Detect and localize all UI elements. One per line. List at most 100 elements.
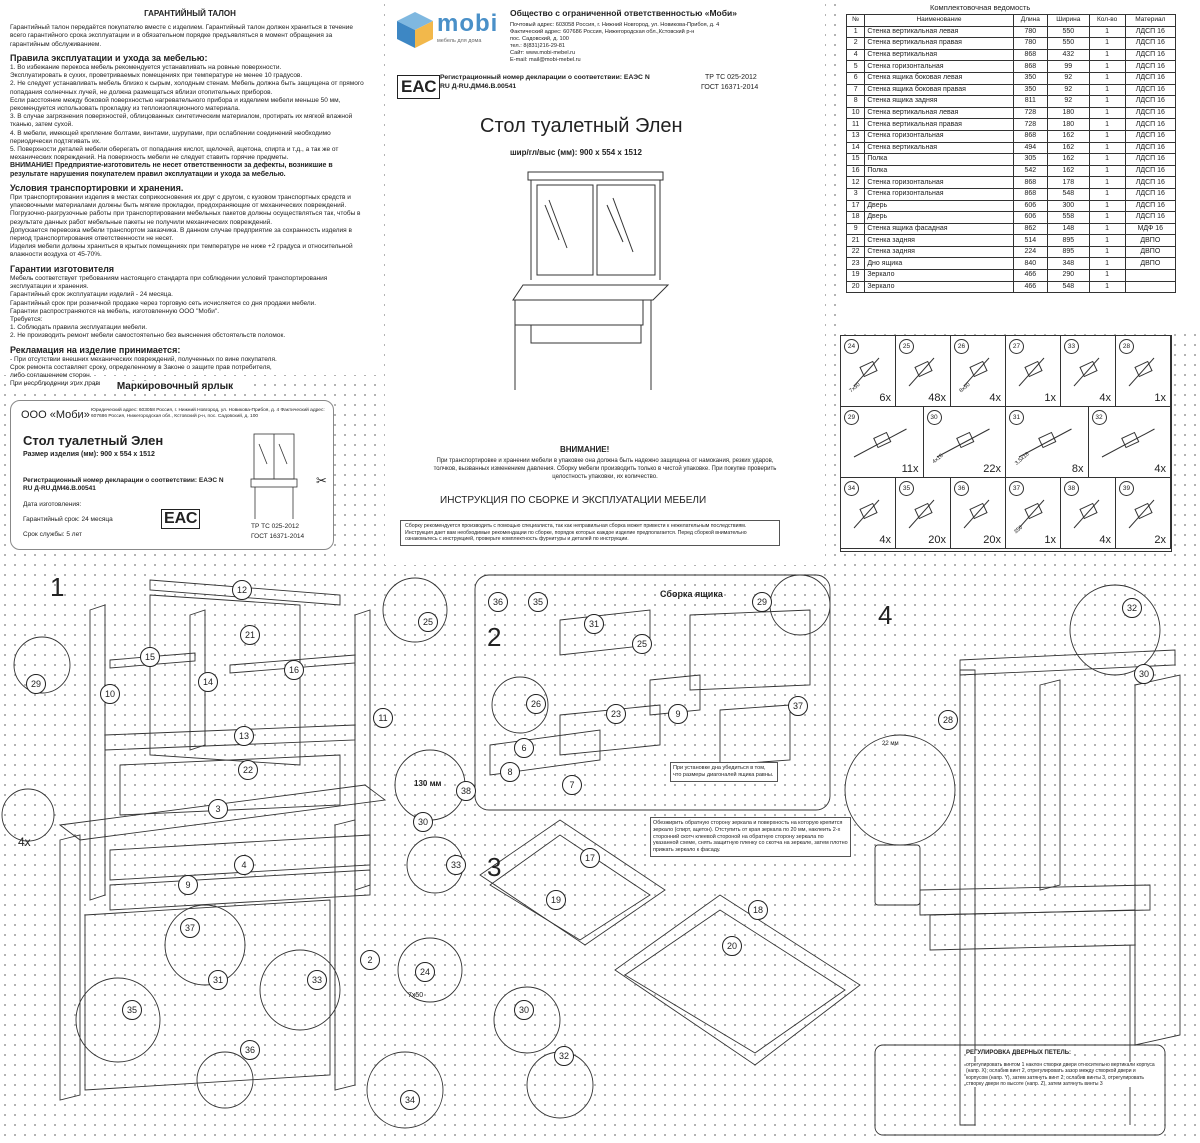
table-cell: Стенка ящика задняя (864, 95, 1014, 108)
part-callout-31: 31 (208, 970, 228, 990)
table-cell: 14 (845, 141, 866, 155)
part-callout-2: 2 (360, 950, 380, 970)
marking-label: ООО «Моби» Юридический адрес: 603058 Рос… (10, 400, 334, 550)
table-cell: ЛДСП 16 (1124, 211, 1177, 224)
table-cell: Стенка задняя (864, 245, 1014, 259)
part-callout-3: 3 (208, 799, 228, 819)
part-callout-14: 14 (198, 672, 218, 692)
table-cell: МДФ 16 (1124, 222, 1177, 236)
table-cell: ЛДСП 16 (1124, 83, 1177, 97)
fitting-number: 30 (926, 410, 942, 425)
table-cell: ДВПО (1124, 234, 1177, 247)
label-gost: ГОСТ 16371-2014 (251, 533, 305, 540)
table-cell: 1 (1088, 199, 1126, 213)
table-cell: 23 (845, 257, 866, 271)
part-callout-25: 25 (418, 612, 438, 632)
part-callout-37: 37 (788, 696, 808, 716)
site: Сайт: www.mobi-mebel.ru (510, 50, 576, 56)
guarantee-line-6: 2. Не производить ремонт мебели самостоя… (10, 332, 286, 340)
rule-3: Если расстояние между боковой поверхност… (10, 96, 341, 113)
table-cell: 15 (845, 153, 866, 166)
part-callout-30: 30 (1134, 664, 1154, 684)
table-cell: 550 (1047, 25, 1090, 39)
product-title: Стол туалетный Элен (480, 115, 683, 137)
table-cell: 550 (1047, 37, 1090, 50)
fitting-qty: 1x (1154, 392, 1166, 404)
fitting-number: 26 (954, 339, 969, 354)
table-cell: Зеркало (864, 280, 1014, 294)
table-cell: 13 (845, 129, 866, 143)
table-cell: 305 (1012, 153, 1049, 166)
dimension-22mm: 22 мм (882, 741, 899, 747)
table-cell: ЛДСП 16 (1124, 71, 1177, 85)
table-cell: ЛДСП 16 (1124, 187, 1177, 201)
part-callout-29: 29 (752, 592, 772, 612)
transport-line-1: Погрузочно-разгрузочные работы при транс… (10, 210, 361, 226)
rules-list: 1. Во избежание перекоса мебель рекоменд… (10, 64, 370, 162)
table-cell: Стенка ящика боковая левая (864, 71, 1014, 85)
table-cell: 350 (1012, 71, 1049, 85)
table-cell: 1 (1088, 106, 1126, 120)
confirmat-screw-icon (853, 357, 880, 387)
table-cell: 868 (1012, 187, 1049, 201)
guarantee-line-1: Гарантийный срок эксплуатации изделий - … (10, 291, 173, 299)
table-cell: 466 (1012, 280, 1049, 294)
label-address: Юридический адрес: 603058 Россия, г. Ниж… (91, 408, 325, 419)
parts-col-2: Длина (1012, 14, 1049, 27)
table-cell: 1 (1088, 118, 1126, 131)
part-callout-4: 4 (234, 855, 254, 875)
table-cell: 868 (1012, 176, 1049, 189)
transport-line-3: Изделия мебели должны храниться в крытых… (10, 243, 353, 259)
warranty-title: ГАРАНТИЙНЫЙ ТАЛОН (144, 9, 236, 18)
part-callout-29: 29 (26, 674, 46, 694)
table-cell: 18 (845, 211, 866, 224)
table-cell: 868 (1012, 129, 1049, 143)
part-callout-6: 6 (514, 738, 534, 758)
table-cell (1124, 269, 1177, 282)
assembly-drawings (1, 574, 1181, 1136)
part-callout-19: 19 (546, 890, 566, 910)
table-cell: 20 (845, 280, 866, 294)
table-cell: 99 (1047, 60, 1090, 73)
fitting-qty: 4x (989, 392, 1001, 404)
label-size: Размер изделия (мм): 900 x 554 x 1512 (23, 451, 155, 458)
part-callout-8: 8 (500, 762, 520, 782)
table-cell: 10 (845, 106, 866, 120)
part-callout-33: 33 (307, 970, 327, 990)
table-cell: 21 (845, 234, 866, 247)
part-callout-12: 12 (232, 580, 252, 600)
part-callout-22: 22 (238, 760, 258, 780)
header-gost: ГОСТ 16371-2014 (701, 84, 759, 91)
claim-line-2: либо соглашением сторон. (10, 372, 92, 380)
table-cell: 1 (1088, 95, 1126, 108)
table-cell: Стенка горизонтальная (864, 176, 1014, 189)
hinge-icon (1101, 428, 1155, 458)
shelf-support-icon (853, 428, 907, 458)
label-warranty: Гарантийный срок: 24 месяца (23, 516, 113, 523)
table-cell: 162 (1047, 164, 1090, 178)
assembly-notice-box: Сборку рекомендуется производить с помощ… (400, 520, 780, 546)
table-cell: 728 (1012, 106, 1049, 120)
fitting-qty: 4x (879, 534, 891, 546)
label-eac-mark: ЕАС (161, 509, 201, 529)
table-cell: 780 (1012, 25, 1049, 39)
label-table-sketch (250, 433, 298, 519)
table-cell: 5 (845, 60, 866, 73)
label-company: ООО «Моби» (21, 409, 90, 421)
table-cell: 1 (1088, 83, 1126, 97)
part-callout-16: 16 (284, 660, 304, 680)
